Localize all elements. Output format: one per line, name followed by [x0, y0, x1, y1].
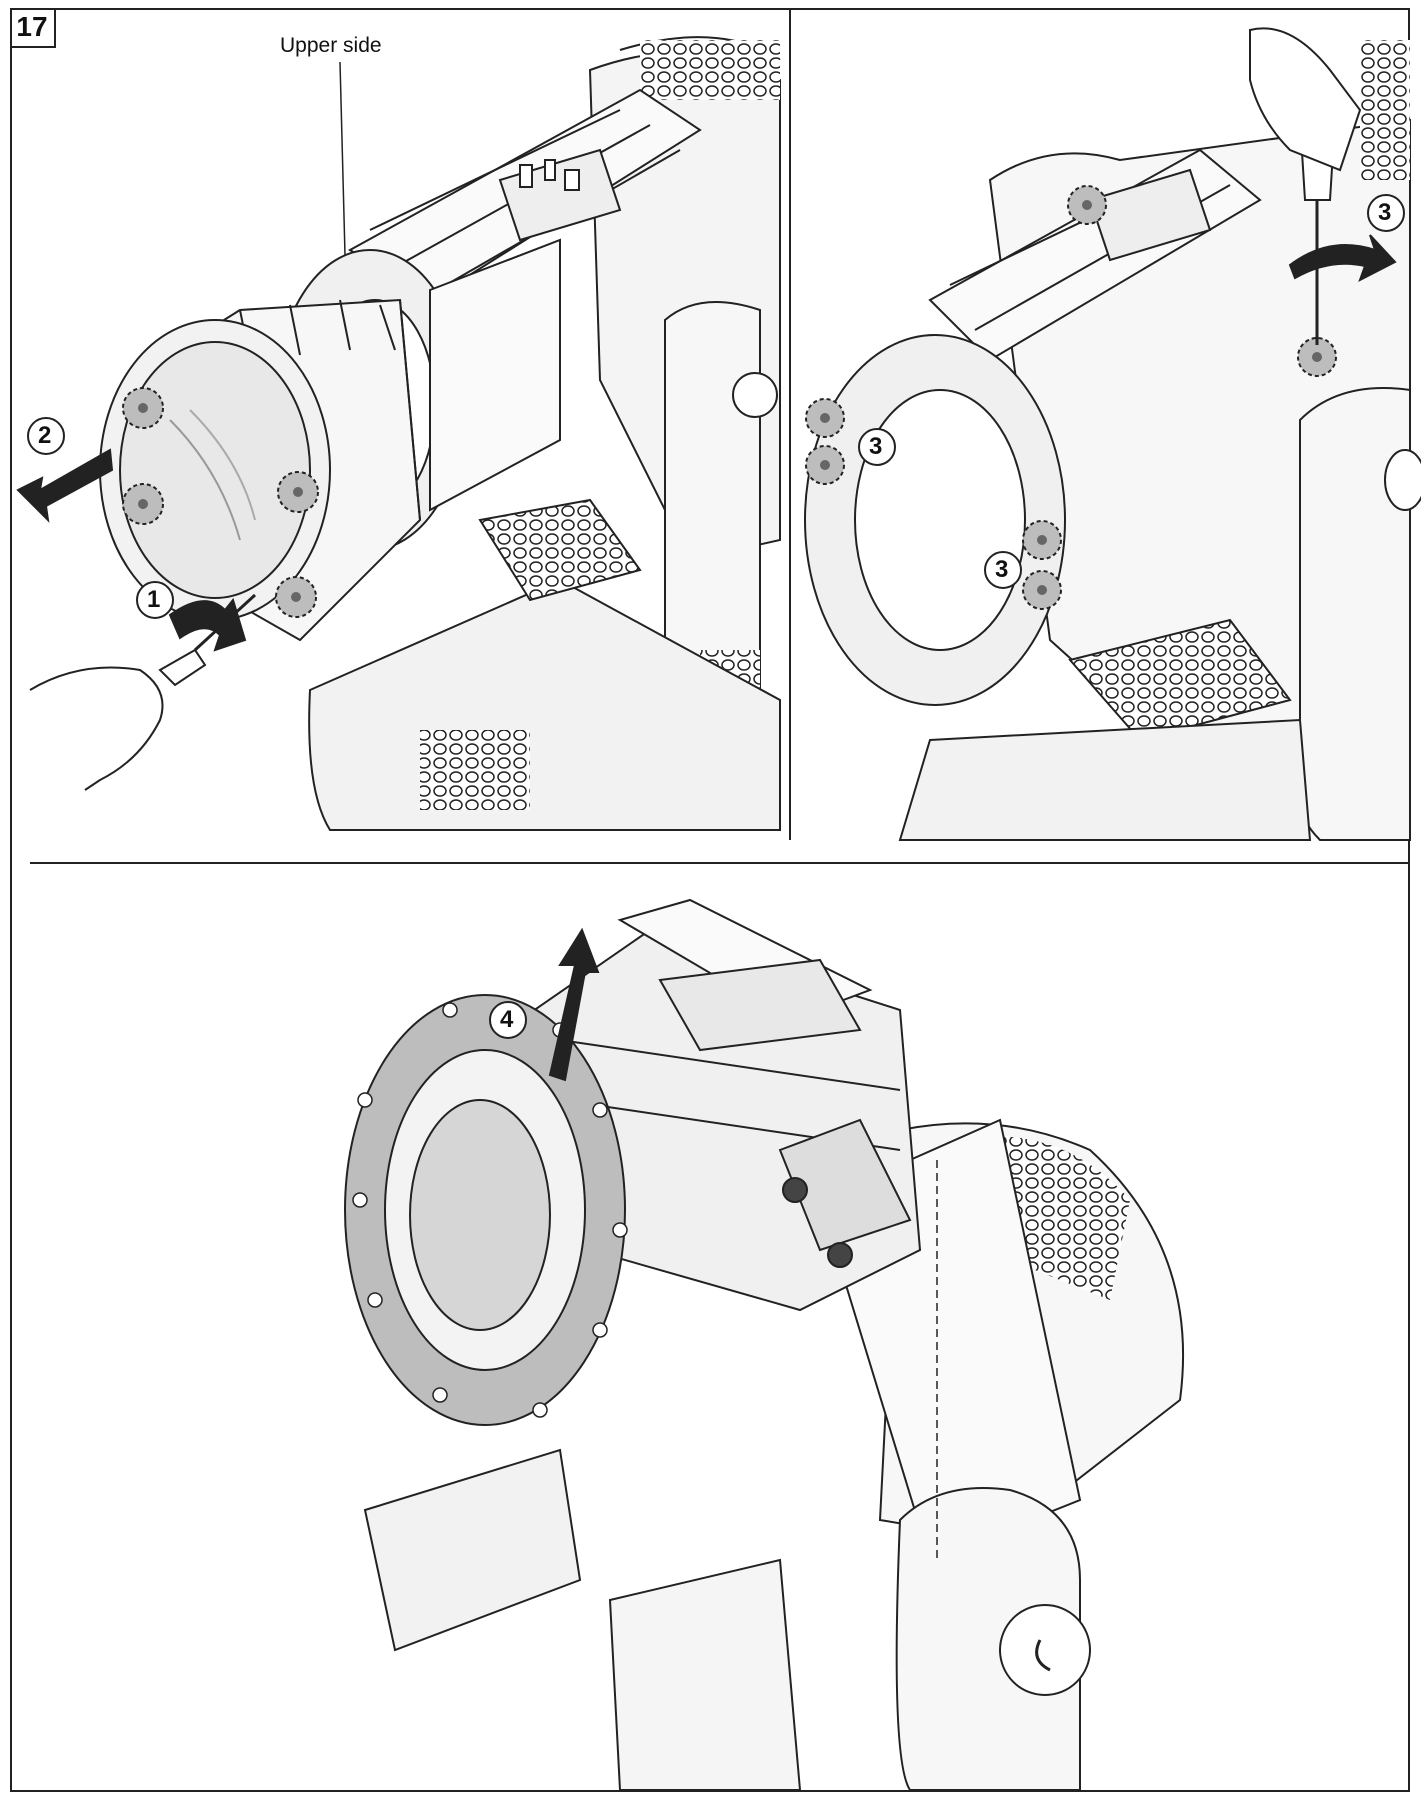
lower-grille-2 [1068, 618, 1292, 742]
hand-screwdriver [29, 666, 164, 791]
control-board-3 [658, 958, 862, 1052]
callout-step-3-top: 3 [1378, 199, 1392, 226]
hand-screwdriver-2 [1249, 27, 1362, 172]
callout-step-1: 1 [147, 586, 161, 613]
callout-step-3-ring: 3 [869, 433, 883, 460]
control-board-2 [1088, 168, 1212, 262]
panel-1-illustration [16, 36, 781, 831]
panel-3-illustration [344, 898, 1185, 1791]
arrow-lift-module [548, 927, 600, 1082]
figure-number: 17 [10, 8, 56, 48]
arrow-rotate-screw [1288, 234, 1397, 283]
side-plate [363, 1448, 582, 1652]
upper-side-label: Upper side [280, 34, 382, 57]
arrow-unscrew [168, 597, 247, 652]
panel-divider-horizontal [30, 862, 1410, 864]
motor-bracket [778, 1118, 912, 1252]
upper-side-leader-line [339, 61, 346, 256]
callout-step-3-lower: 3 [995, 556, 1009, 583]
lower-grille [478, 498, 642, 602]
panel-2-illustration [804, 27, 1421, 841]
yoke-arm-3 [895, 1487, 1081, 1791]
lens-3 [409, 1099, 551, 1331]
callout-step-4: 4 [500, 1006, 514, 1033]
callout-circles [27, 194, 1405, 1039]
panel-divider-vertical [789, 8, 791, 840]
lens-opening [854, 389, 1026, 651]
callout-step-2: 2 [38, 422, 52, 449]
arrow-pull-cap [16, 448, 114, 523]
